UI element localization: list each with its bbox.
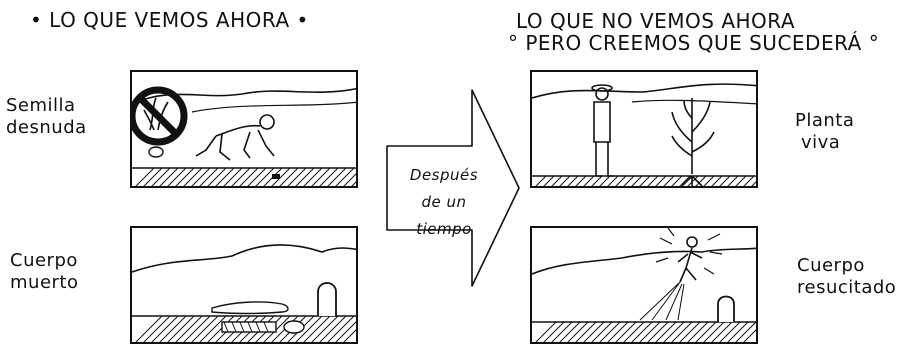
standing-person-icon: [591, 84, 614, 177]
tombstone-icon: [317, 282, 337, 316]
rising-figure-icon: [639, 228, 723, 321]
arrow-caption-line-1: Después: [409, 166, 479, 184]
crossed-seed-icon: [132, 86, 188, 158]
time-arrow-icon: [386, 89, 520, 287]
right-heading-bullet-start: °: [508, 31, 519, 55]
arrow-caption: Después de un tiempo: [404, 162, 484, 243]
left-heading: • LO QUE VEMOS AHORA •: [30, 9, 309, 31]
small-stone-icon: [272, 174, 280, 179]
buried-body-icon: [221, 320, 305, 334]
panel-dead-body: [130, 226, 358, 344]
crawling-person-icon: [195, 114, 275, 161]
label-risen-body-line-2: resucitado: [797, 277, 897, 298]
panel-risen-body-drawing: [532, 228, 756, 342]
left-heading-text: LO QUE VEMOS AHORA: [49, 8, 290, 32]
panel-bare-seed-drawing: [132, 86, 356, 186]
right-heading-line-1: LO QUE NO VEMOS AHORA: [516, 9, 796, 33]
label-seed-line-1: Semilla: [6, 95, 76, 116]
right-heading-line-2-row: ° PERO CREEMOS QUE SUCEDERÁ °: [508, 32, 879, 54]
body-on-ground-icon: [211, 301, 289, 315]
label-plant-line-1: Planta: [795, 110, 855, 131]
tombstone-icon: [717, 295, 735, 322]
ground-hatch: [535, 175, 756, 186]
label-risen-body-line-1: Cuerpo: [797, 255, 865, 276]
ground-hatch: [535, 321, 756, 342]
label-seed: Semilla desnuda: [6, 95, 87, 139]
panel-bare-seed: [130, 70, 358, 188]
label-plant: Planta viva: [795, 110, 854, 154]
right-heading-bullet-end: °: [868, 31, 880, 55]
panel-living-plant: [530, 70, 758, 188]
panel-risen-body: [530, 226, 758, 344]
panel-living-plant-drawing: [532, 83, 756, 186]
left-heading-bullet-end: •: [296, 8, 309, 32]
label-dead-body-line-2: muerto: [10, 272, 79, 293]
label-dead-body-line-1: Cuerpo: [10, 250, 78, 271]
label-dead-body: Cuerpo muerto: [10, 250, 79, 294]
left-heading-bullet-start: •: [30, 8, 43, 32]
right-heading-line-2: PERO CREEMOS QUE SUCEDERÁ: [525, 31, 862, 55]
panel-dead-body-drawing: [132, 244, 356, 342]
plant-icon: [671, 98, 715, 186]
label-seed-line-2: desnuda: [6, 117, 87, 138]
label-risen-body: Cuerpo resucitado: [797, 255, 896, 299]
arrow-caption-line-3: tiempo: [416, 220, 472, 238]
arrow-caption-line-2: de un: [421, 193, 467, 211]
ground-hatch: [135, 167, 356, 186]
label-plant-line-2: viva: [801, 132, 841, 153]
right-heading: LO QUE NO VEMOS AHORA ° PERO CREEMOS QUE…: [508, 10, 879, 54]
